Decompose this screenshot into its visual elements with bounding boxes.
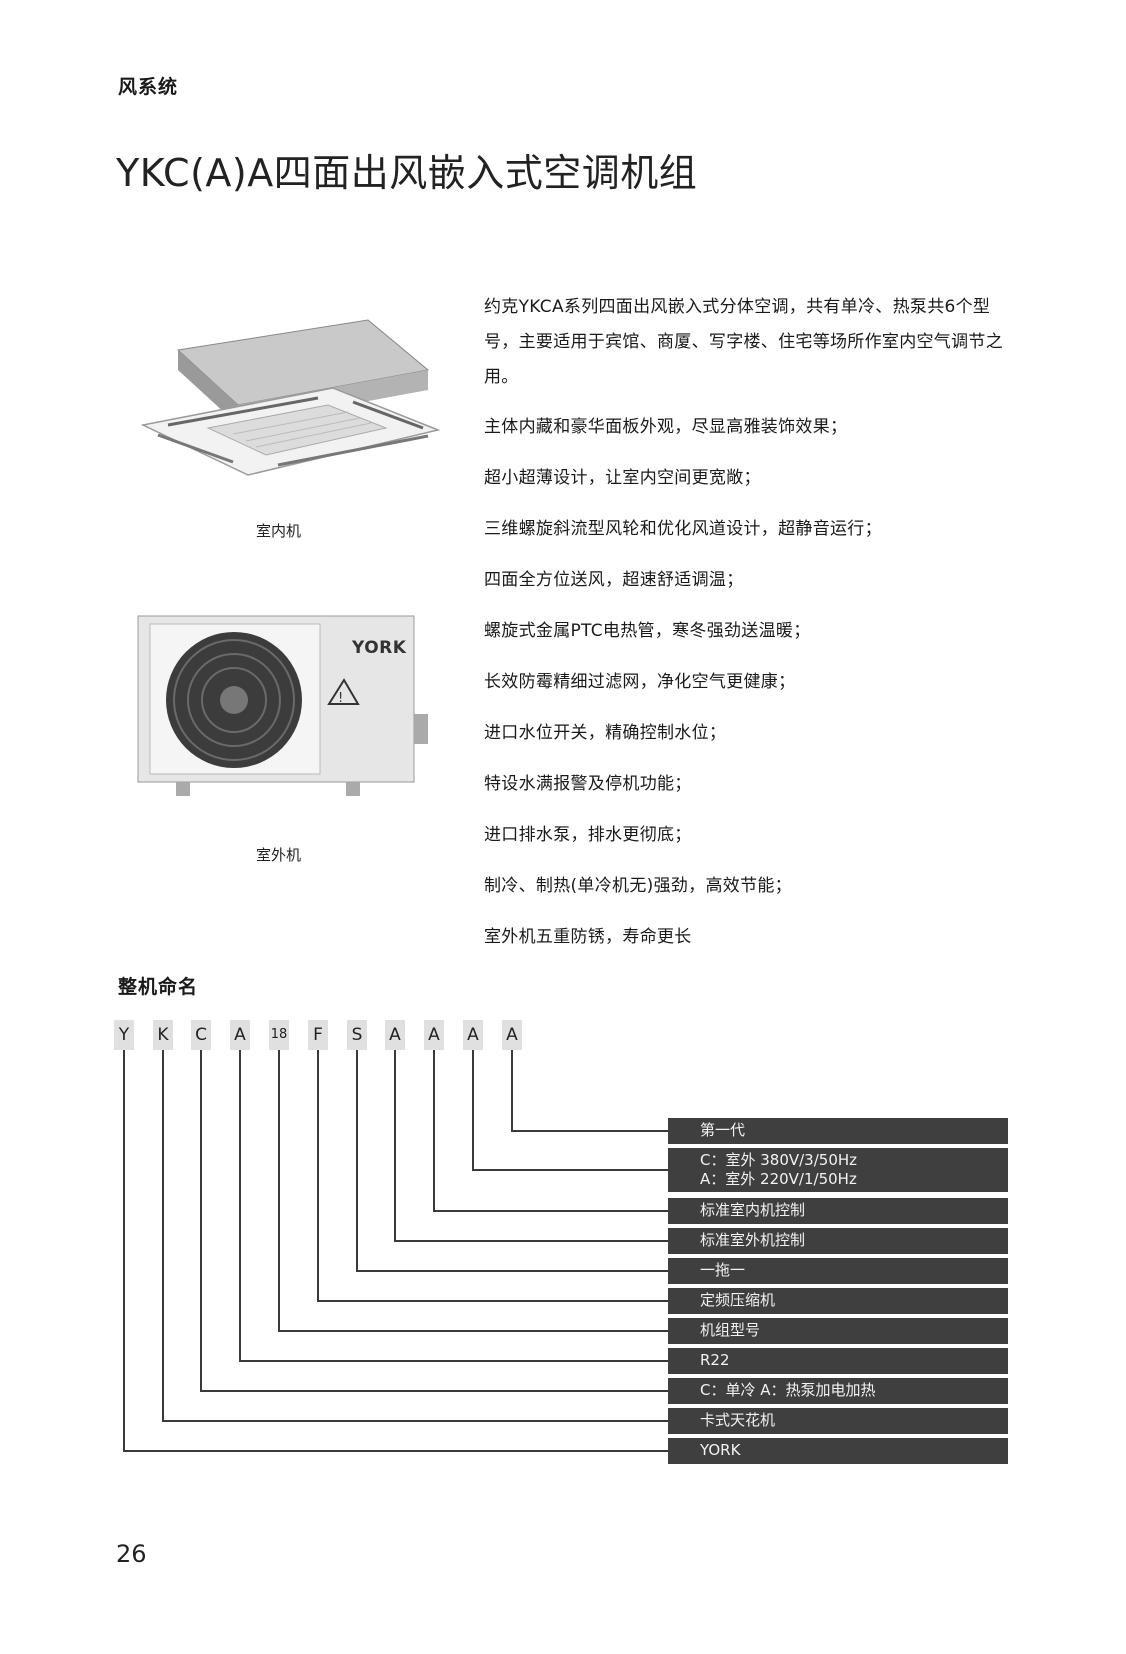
code-letter: F [308,1020,328,1050]
naming-section-title: 整机命名 [118,976,199,998]
naming-label: 标准室外机控制 [668,1228,1008,1254]
code-letter: A [502,1020,522,1050]
code-letter: A [424,1020,444,1050]
connector-horizontal [200,1390,668,1392]
connector-vertical [162,1050,164,1422]
code-letter: A [385,1020,405,1050]
naming-label-text: 机组型号 [700,1321,761,1339]
outdoor-unit-caption: 室外机 [256,846,302,864]
feature-item: 进口排水泵，排水更彻底； [484,825,692,845]
connector-horizontal [239,1360,668,1362]
naming-label: 一拖一 [668,1258,1008,1284]
connector-horizontal [472,1169,668,1171]
connector-vertical [511,1050,513,1132]
code-letter: A [230,1020,250,1050]
naming-label: 定频压缩机 [668,1288,1008,1314]
indoor-unit-image [140,319,441,476]
page-number: 26 [116,1540,147,1568]
connector-vertical [433,1050,435,1212]
indoor-unit-caption: 室内机 [256,522,302,540]
connector-horizontal [394,1240,668,1242]
naming-label-text: C：单冷 A：热泵加电加热 [700,1381,876,1399]
naming-label: C：单冷 A：热泵加电加热 [668,1378,1008,1404]
code-letter: K [153,1020,173,1050]
connector-horizontal [356,1270,668,1272]
connector-horizontal [123,1450,668,1452]
feature-item: 超小超薄设计，让室内空间更宽敞； [484,468,761,488]
connector-horizontal [317,1300,668,1302]
naming-label: 卡式天花机 [668,1408,1008,1434]
connector-vertical [239,1050,241,1362]
connector-vertical [356,1050,358,1272]
connector-horizontal [511,1130,668,1132]
naming-label-text: 卡式天花机 [700,1411,776,1429]
connector-vertical [317,1050,319,1302]
code-letter: Y [114,1020,134,1050]
naming-label-text: 第一代 [700,1121,746,1139]
naming-label-text: A：室外 220V/1/50Hz [700,1170,857,1188]
section-label: 风系统 [118,76,179,98]
feature-item: 三维螺旋斜流型风轮和优化风道设计，超静音运行； [484,519,882,539]
feature-item: 制冷、制热(单冷机无)强劲，高效节能； [484,876,792,896]
naming-label-text: C：室外 380V/3/50Hz [700,1151,858,1169]
naming-label: 机组型号 [668,1318,1008,1344]
feature-item: 主体内藏和豪华面板外观，尽显高雅装饰效果； [484,417,848,437]
connector-horizontal [162,1420,668,1422]
naming-label-text: 标准室内机控制 [700,1201,806,1219]
naming-label: YORK [668,1438,1008,1464]
code-letter: A [463,1020,483,1050]
svg-text:!: ! [338,691,343,706]
feature-item: 进口水位开关，精确控制水位； [484,723,727,743]
code-letter: C [191,1020,211,1050]
naming-label-text: R22 [700,1351,730,1369]
naming-label-text: 一拖一 [700,1261,746,1279]
feature-item: 螺旋式金属PTC电热管，寒冬强劲送温暖； [484,621,811,641]
feature-item: 特设水满报警及停机功能； [484,774,692,794]
connector-horizontal [433,1210,668,1212]
intro-paragraph: 约克YKCA系列四面出风嵌入式分体空调，共有单冷、热泵共6个型号，主要适用于宾馆… [484,297,1003,387]
outdoor-unit-image: ! [137,615,428,796]
connector-vertical [200,1050,202,1392]
feature-item: 室外机五重防锈，寿命更长 [484,927,692,947]
naming-label: 标准室内机控制 [668,1198,1008,1224]
page-title: YKC(A)A四面出风嵌入式空调机组 [116,151,698,195]
connector-vertical [278,1050,280,1332]
naming-label-text: 定频压缩机 [700,1291,776,1309]
naming-label-text: 标准室外机控制 [700,1231,806,1249]
code-letter: S [347,1020,367,1050]
connector-vertical [394,1050,396,1242]
outdoor-brand-logo: YORK [352,638,407,658]
feature-item: 长效防霉精细过滤网，净化空气更健康； [484,672,796,692]
naming-label: 第一代 [668,1118,1008,1144]
naming-label: R22 [668,1348,1008,1374]
connector-vertical [472,1050,474,1171]
naming-label-text: YORK [700,1441,741,1459]
connector-vertical [123,1050,125,1452]
code-letter: 18 [269,1020,289,1050]
feature-item: 四面全方位送风，超速舒适调温； [484,570,744,590]
connector-horizontal [278,1330,668,1332]
